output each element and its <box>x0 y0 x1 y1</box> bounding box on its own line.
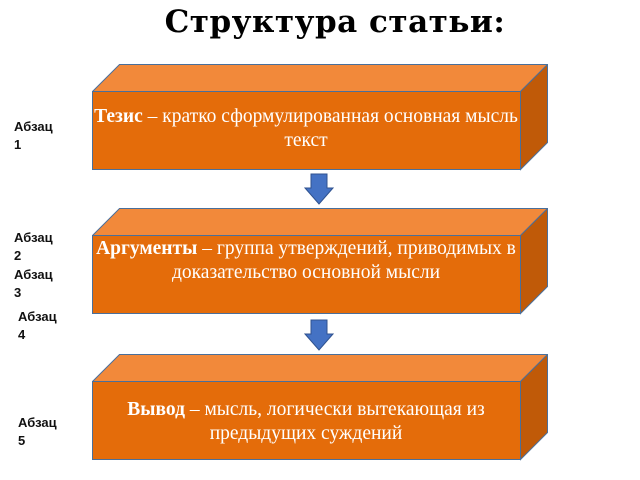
paragraph-number: 2 <box>14 248 22 263</box>
down-arrow-icon <box>304 173 334 205</box>
arguments-text: Аргументы – группа утверждений, приводим… <box>92 237 520 285</box>
thesis-box: Тезис – кратко сформулированная основная… <box>92 64 548 176</box>
thesis-definition: – кратко сформулированная основная мысль… <box>142 106 518 151</box>
paragraph-label-5: Абзац 5 <box>18 414 57 450</box>
paragraph-number: 4 <box>18 327 26 342</box>
conclusion-term: Вывод <box>127 399 185 420</box>
arguments-box-shape <box>92 208 548 315</box>
conclusion-box-shape <box>92 354 548 461</box>
paragraph-word: Абзац <box>14 119 53 134</box>
paragraph-word: Абзац <box>18 309 57 324</box>
paragraph-label-1: Абзац 1 <box>14 118 53 154</box>
down-arrow-icon <box>304 319 334 351</box>
conclusion-text: Вывод – мысль, логически вытекающая из п… <box>92 398 520 446</box>
diagram-title: Структура статьи: <box>164 4 506 40</box>
paragraph-label-2: Абзац 2 <box>14 229 53 265</box>
paragraph-number: 3 <box>14 285 22 300</box>
arguments-box: Аргументы – группа утверждений, приводим… <box>92 208 548 320</box>
paragraph-word: Абзац <box>18 415 57 430</box>
arguments-definition: – группа утверждений, приводимых в доказ… <box>171 238 516 283</box>
thesis-term: Тезис <box>94 106 143 127</box>
thesis-box-shape <box>92 64 548 171</box>
conclusion-definition: – мысль, логически вытекающая из предыду… <box>184 399 485 444</box>
paragraph-label-3: Абзац 3 <box>14 266 53 302</box>
arguments-term: Аргументы <box>96 238 198 259</box>
paragraph-number: 5 <box>18 433 26 448</box>
paragraph-label-4: Абзац 4 <box>18 308 57 344</box>
paragraph-word: Абзац <box>14 230 53 245</box>
paragraph-number: 1 <box>14 137 22 152</box>
conclusion-box: Вывод – мысль, логически вытекающая из п… <box>92 354 548 466</box>
thesis-text: Тезис – кратко сформулированная основная… <box>92 105 520 153</box>
paragraph-word: Абзац <box>14 267 53 282</box>
